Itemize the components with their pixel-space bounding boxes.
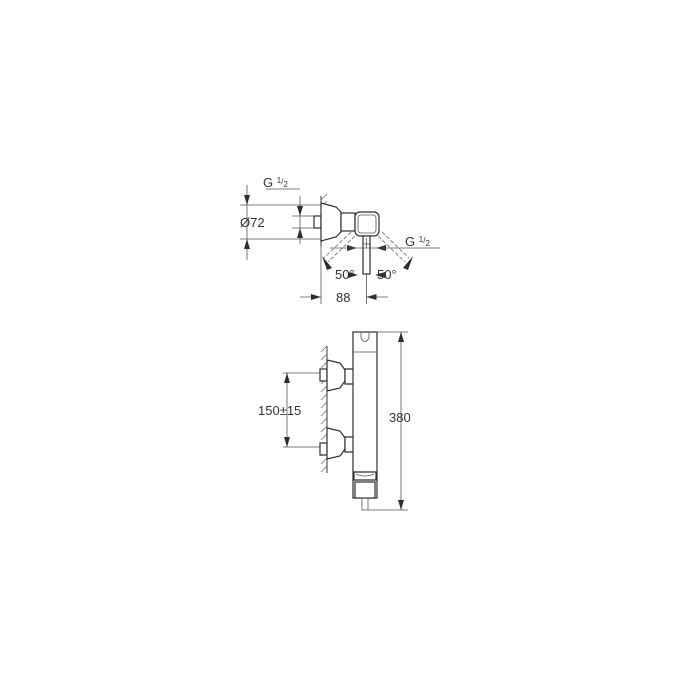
pipe-stub-upper (319, 368, 328, 382)
front-view: 150±15 380 (258, 331, 411, 511)
hook-slot (360, 332, 370, 342)
top-view: G 1/2 Ø72 G 1/2 50° 50° 88 (240, 175, 440, 305)
escutcheon-lower (326, 427, 346, 460)
pipe-stub-lower (319, 442, 328, 456)
pipe-stub-top (313, 215, 322, 229)
thermostat-body (352, 331, 378, 499)
depth-label: 88 (336, 290, 350, 305)
escutcheon-upper (326, 359, 346, 392)
thread-label-right: G 1/2 (405, 234, 430, 249)
outlet-nipple (361, 497, 369, 511)
angle-right-label: 50° (377, 267, 397, 282)
spacing-label: 150±15 (258, 403, 301, 418)
angle-left-label: 50° (335, 267, 355, 282)
escutcheon-top (320, 202, 342, 242)
thread-label-top: G 1/2 (263, 175, 288, 190)
body-neck-top (340, 212, 356, 232)
diameter-label: Ø72 (240, 215, 265, 230)
height-label: 380 (389, 410, 411, 425)
